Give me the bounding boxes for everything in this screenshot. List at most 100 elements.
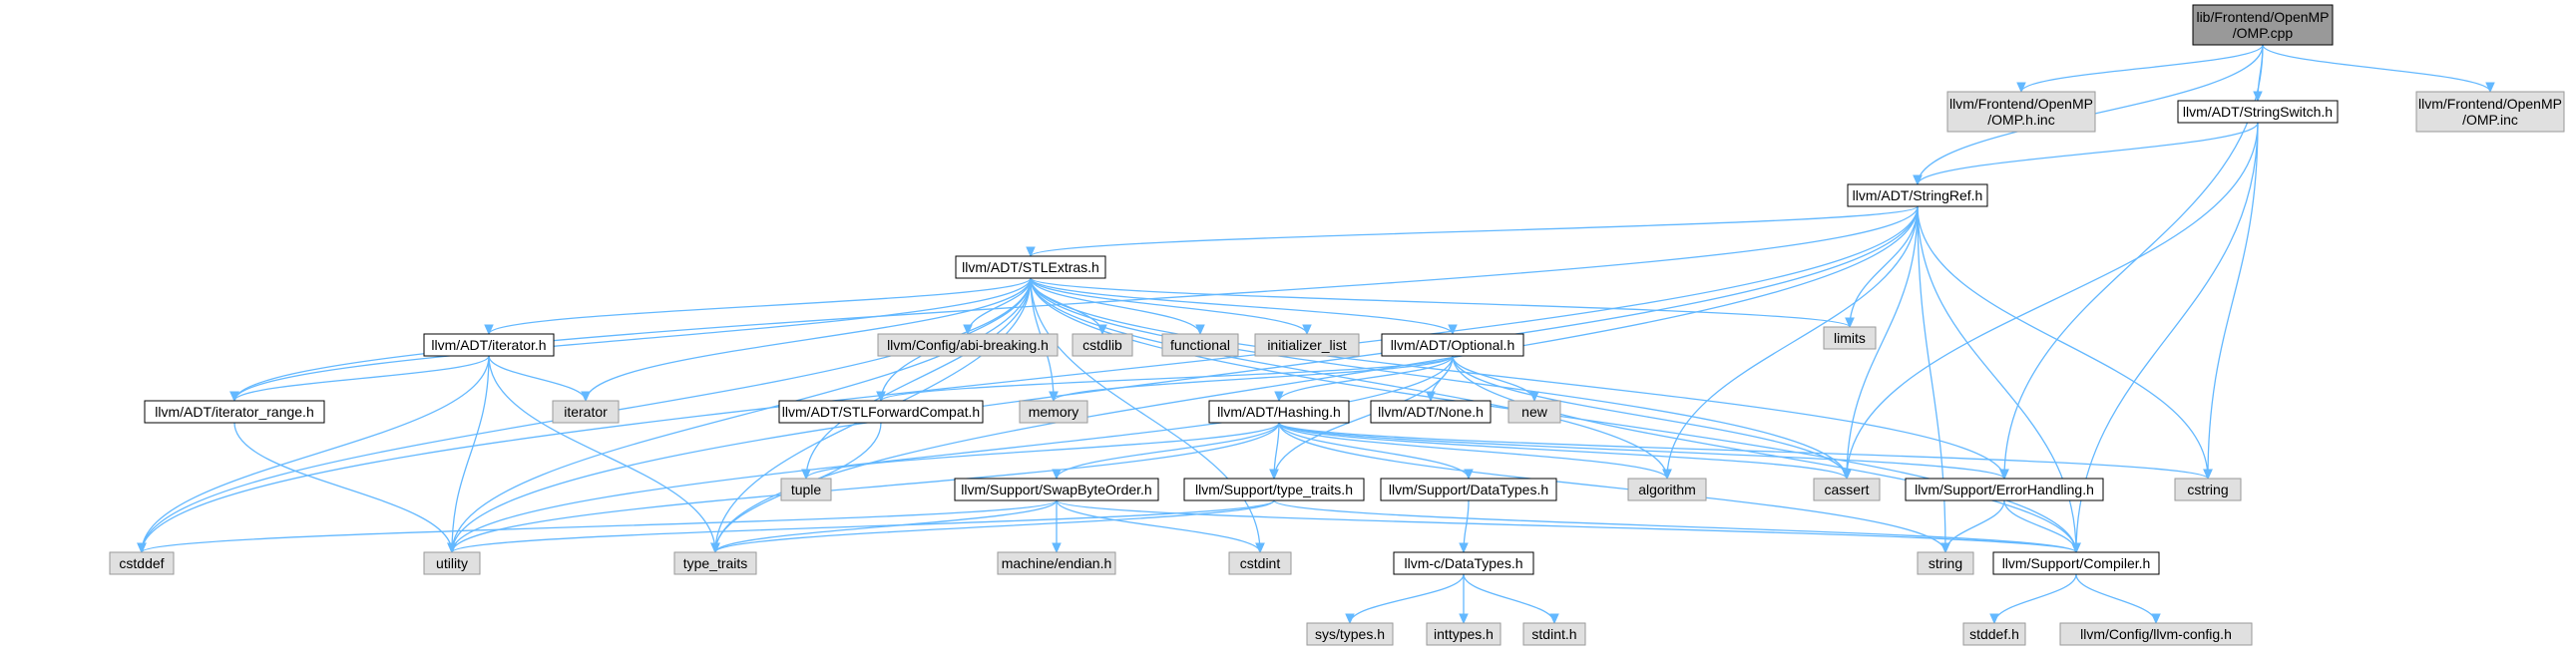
edge-arrowhead-optional-to-memory <box>1049 391 1059 403</box>
node-iterator-range[interactable]: llvm/ADT/iterator_range.h <box>144 400 325 424</box>
node-label: llvm/ADT/Optional.h <box>1391 337 1514 353</box>
edge-arrowhead-hashing-to-cassert <box>1842 469 1852 481</box>
node-label: llvm/Support/SwapByteOrder.h <box>961 482 1151 497</box>
edge-stlextras-to-errorhandling <box>1030 277 2005 480</box>
node-llvm-config: llvm/Config/llvm-config.h <box>2059 622 2253 646</box>
edge-compiler-to-stddef <box>1993 573 2077 624</box>
edge-stlextras-to-cstdint <box>1030 277 1261 553</box>
node-stringref[interactable]: llvm/ADT/StringRef.h <box>1847 183 1988 207</box>
edge-swapbyteorder-to-type_traits <box>714 499 1058 553</box>
node-compiler[interactable]: llvm/Support/Compiler.h <box>1992 551 2160 575</box>
edge-optional-to-type_traits_h <box>1273 355 1454 480</box>
node-label: initializer_list <box>1267 337 1346 353</box>
node-box <box>423 551 481 575</box>
node-box <box>2059 622 2253 646</box>
node-iterator-h[interactable]: llvm/ADT/iterator.h <box>423 333 555 357</box>
node-box <box>2177 100 2339 124</box>
edge-arrowhead-swapbyteorder-to-cstdint <box>1255 542 1265 554</box>
edge-arrowhead-compiler-to-stddef <box>1989 613 1999 625</box>
node-type-traits: type_traits <box>673 551 757 575</box>
node-c-datatypes[interactable]: llvm-c/DataTypes.h <box>1393 551 1534 575</box>
node-none[interactable]: llvm/ADT/None.h <box>1370 400 1492 424</box>
node-box <box>1813 478 1881 501</box>
node-box <box>1507 400 1561 424</box>
edge-swapbyteorder-to-compiler <box>1056 499 2077 553</box>
node-label: llvm-c/DataTypes.h <box>1404 555 1522 571</box>
node-box <box>423 333 555 357</box>
node-hashing[interactable]: llvm/ADT/Hashing.h <box>1208 400 1350 424</box>
node-label: llvm/Support/DataTypes.h <box>1389 482 1548 497</box>
edge-arrowhead-optional-to-hashing <box>1274 391 1284 403</box>
edge-swapbyteorder-to-cstdint <box>1056 499 1261 553</box>
node-label: utility <box>436 555 468 571</box>
edge-iterator_h-to-iterator <box>488 355 587 402</box>
node-cstdint: cstdint <box>1228 551 1292 575</box>
node-box <box>2174 478 2242 501</box>
node-label: llvm/Support/ErrorHandling.h <box>1915 482 2094 497</box>
node-memory: memory <box>1019 400 1088 424</box>
node-type-traits-h[interactable]: llvm/Support/type_traits.h <box>1183 478 1365 501</box>
node-box <box>1370 400 1492 424</box>
edge-stlextras-to-tuple <box>805 277 1032 480</box>
edge-hashing-to-errorhandling <box>1278 422 2005 480</box>
node-label: llvm/ADT/iterator_range.h <box>155 404 314 420</box>
edge-type_traits_h-to-utility <box>451 499 1275 553</box>
edge-hashing-to-string <box>1278 422 1946 553</box>
node-label: sys/types.h <box>1315 626 1385 642</box>
node-stlforward[interactable]: llvm/ADT/STLForwardCompat.h <box>778 400 984 424</box>
edge-c_datatypes-to-stdint <box>1463 573 1555 624</box>
edge-arrowhead-compiler-to-llvm_config <box>2151 613 2161 625</box>
node-machine-endian: machine/endian.h <box>997 551 1116 575</box>
node-swapbyteorder[interactable]: llvm/Support/SwapByteOrder.h <box>954 478 1159 501</box>
node-label: memory <box>1029 404 1079 420</box>
node-label: llvm/Support/Compiler.h <box>2002 555 2151 571</box>
edge-arrowhead-type_traits_h-to-utility <box>447 542 457 554</box>
node-omp-h-inc: llvm/Frontend/OpenMP/OMP.h.inc <box>1946 91 2096 133</box>
node-stlextras[interactable]: llvm/ADT/STLExtras.h <box>955 255 1106 279</box>
node-cstring: cstring <box>2174 478 2242 501</box>
edge-arrowhead-stringswitch-to-stringref <box>1913 174 1923 186</box>
node-box <box>673 551 757 575</box>
edge-arrowhead-stringref-to-stlextras <box>1026 246 1036 258</box>
node-box <box>1917 551 1974 575</box>
node-label: cstddef <box>119 555 164 571</box>
node-cassert: cassert <box>1813 478 1881 501</box>
node-label: algorithm <box>1638 482 1696 497</box>
node-tuple: tuple <box>780 478 832 501</box>
edge-arrowhead-stlextras-to-optional <box>1448 324 1458 336</box>
edge-stringswitch-to-stringref <box>1917 122 2259 185</box>
edge-stlextras-to-limits <box>1030 277 1851 328</box>
edge-stringswitch-to-cassert <box>1846 122 2259 480</box>
node-omp-cpp[interactable]: lib/Frontend/OpenMP/OMP.cpp <box>2192 4 2334 46</box>
node-inttypes: inttypes.h <box>1426 622 1502 646</box>
node-datatypes-h[interactable]: llvm/Support/DataTypes.h <box>1380 478 1557 501</box>
edge-arrowhead-hashing-to-errorhandling <box>1999 469 2009 481</box>
edge-arrowhead-c_datatypes-to-inttypes <box>1459 613 1469 625</box>
node-box <box>997 551 1116 575</box>
edge-hashing-to-cassert <box>1278 422 1848 480</box>
node-box <box>1426 622 1502 646</box>
node-label: llvm/Config/abi-breaking.h <box>887 337 1049 353</box>
edge-stringref-to-algorithm <box>1666 205 1919 480</box>
node-label: iterator <box>564 404 608 420</box>
node-label: llvm/Config/llvm-config.h <box>2080 626 2232 642</box>
edge-stlextras-to-cassert <box>1030 277 1848 480</box>
edge-optional-to-memory <box>1053 355 1454 402</box>
node-limits: limits <box>1823 326 1877 350</box>
node-label: cstring <box>2187 482 2228 497</box>
node-initializer-list: initializer_list <box>1254 333 1360 357</box>
edge-arrowhead-swapbyteorder-to-cstddef <box>137 542 147 554</box>
node-label: stdint.h <box>1531 626 1576 642</box>
edge-arrowhead-omp_cpp-to-omp_h_inc <box>2016 82 2026 94</box>
node-utility: utility <box>423 551 481 575</box>
node-box <box>877 333 1059 357</box>
node-errorhandling[interactable]: llvm/Support/ErrorHandling.h <box>1905 478 2104 501</box>
node-box <box>1380 478 1557 501</box>
edge-errorhandling-to-string <box>1944 499 2005 553</box>
edge-arrowhead-errorhandling-to-compiler <box>2071 542 2081 554</box>
node-label: llvm/Frontend/OpenMP <box>1949 96 2093 112</box>
node-box <box>1381 333 1524 357</box>
node-box <box>1522 622 1586 646</box>
node-optional[interactable]: llvm/ADT/Optional.h <box>1381 333 1524 357</box>
node-stringswitch[interactable]: llvm/ADT/StringSwitch.h <box>2177 100 2339 124</box>
